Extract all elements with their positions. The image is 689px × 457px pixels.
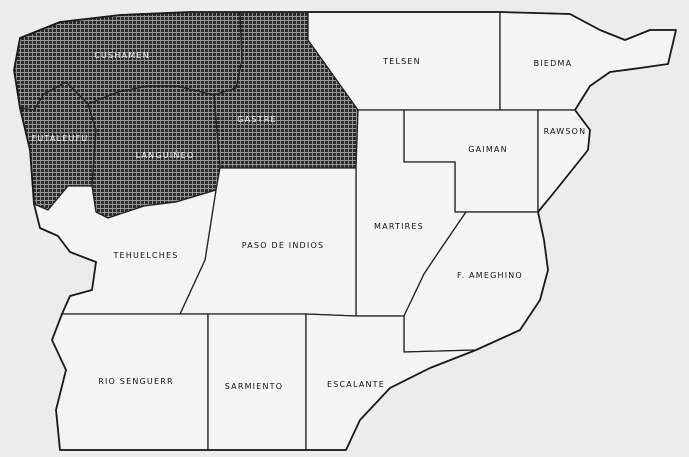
- label-escalante: ESCALANTE: [327, 380, 385, 389]
- label-rio-senguerr: RIO SENGUERR: [98, 377, 174, 386]
- label-languineo: LANGUIÑEO: [136, 150, 195, 160]
- label-rawson: RAWSON: [544, 127, 587, 136]
- label-biedma: BIEDMA: [534, 59, 573, 68]
- dept-region-rawson[interactable]: [537, 109, 591, 213]
- label-tehuelches: TEHUELCHES: [112, 251, 178, 260]
- label-sarmiento: SARMIENTO: [225, 382, 284, 391]
- label-telsen: TELSEN: [382, 57, 421, 66]
- label-gastre: GASTRE: [237, 115, 276, 124]
- province-outline: [13, 11, 677, 451]
- label-paso-de-indios: PASO DE INDIOS: [242, 241, 325, 250]
- label-f-ameghino: F. AMEGHINO: [457, 271, 523, 280]
- label-futaleufu: FUTALEUFU: [32, 134, 89, 143]
- label-cushamen: CUSHAMEN: [94, 51, 150, 60]
- label-martires: MARTIRES: [374, 222, 424, 231]
- label-gaiman: GAIMAN: [468, 145, 508, 154]
- dept-region-biedma[interactable]: [499, 11, 677, 111]
